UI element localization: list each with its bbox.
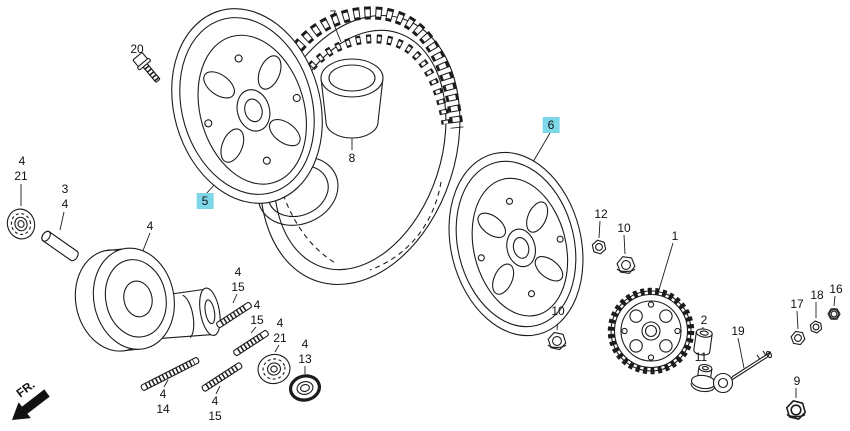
part-7-tire[interactable]: [227, 0, 493, 311]
part-label-4-10[interactable]: 4: [234, 265, 242, 279]
part-15-stud[interactable]: [216, 301, 252, 329]
part-14-stud[interactable]: [140, 357, 200, 391]
part-label-4-20[interactable]: 4: [211, 394, 219, 408]
part-label-4-9[interactable]: 4: [146, 219, 154, 233]
part-label-18-30[interactable]: 18: [810, 288, 824, 302]
part-label-10-25[interactable]: 10: [551, 304, 565, 318]
part-label-6-4[interactable]: 6: [542, 117, 560, 133]
part-label-4-5[interactable]: 4: [18, 154, 26, 168]
part-10-nut-upper[interactable]: [616, 256, 636, 274]
part-3-pin[interactable]: [40, 230, 80, 263]
part-label-2-26[interactable]: 2: [700, 313, 708, 327]
part-1-sprocket[interactable]: [607, 287, 695, 375]
part-9-nut[interactable]: [785, 400, 807, 421]
part-label-7-1[interactable]: 7: [329, 8, 337, 22]
part-label-4-12[interactable]: 4: [253, 298, 261, 312]
part-label-8-2[interactable]: 8: [348, 151, 356, 165]
part-label-15-11[interactable]: 15: [231, 280, 245, 294]
part-label-20-0[interactable]: 20: [130, 42, 144, 56]
part-label-1-24[interactable]: 1: [671, 229, 679, 243]
part-17-nut[interactable]: [790, 330, 806, 346]
part-label-15-21[interactable]: 15: [208, 409, 222, 423]
part-12-nut[interactable]: [590, 239, 607, 255]
part-label-4-8[interactable]: 4: [61, 197, 69, 211]
part-5-wheel-half-left[interactable]: [150, 0, 345, 221]
part-label-11-27[interactable]: 11: [694, 350, 708, 364]
part-6-wheel-half-right[interactable]: [430, 138, 601, 350]
part-label-5-3[interactable]: 5: [196, 193, 214, 209]
part-label-4-18[interactable]: 4: [159, 387, 167, 401]
part-10-nut-lower[interactable]: [547, 331, 568, 351]
part-15-stud[interactable]: [233, 329, 269, 357]
part-label-14-19[interactable]: 14: [156, 402, 170, 416]
part-label-17-29[interactable]: 17: [790, 297, 804, 311]
part-2-spacer[interactable]: [693, 328, 713, 356]
part-label-19-28[interactable]: 19: [731, 324, 745, 338]
part-label-21-15[interactable]: 21: [273, 331, 287, 345]
part-18-nut[interactable]: [808, 320, 823, 334]
part-4-hub-assembly[interactable]: [66, 239, 223, 361]
part-label-9-32[interactable]: 9: [793, 374, 801, 388]
part-label-15-13[interactable]: 15: [250, 313, 264, 327]
fr-arrow-icon: [12, 389, 50, 420]
part-label-4-16[interactable]: 4: [301, 337, 309, 351]
part-20-bolt[interactable]: [132, 51, 164, 85]
part-label-3-7[interactable]: 3: [61, 182, 69, 196]
part-21-bearing-left[interactable]: [4, 206, 39, 243]
part-21-bearing[interactable]: [255, 351, 292, 386]
part-label-10-23[interactable]: 10: [617, 221, 631, 235]
part-13-seal[interactable]: [288, 373, 322, 403]
part-label-13-17[interactable]: 13: [298, 352, 312, 366]
part-label-12-22[interactable]: 12: [594, 207, 608, 221]
part-8-collar[interactable]: [320, 58, 384, 139]
part-label-4-14[interactable]: 4: [276, 316, 284, 330]
part-label-16-31[interactable]: 16: [829, 282, 843, 296]
part-16-nut[interactable]: [827, 308, 841, 320]
part-label-21-6[interactable]: 21: [14, 169, 28, 183]
part-19-torque-link[interactable]: [712, 350, 773, 394]
part-15-stud[interactable]: [201, 362, 243, 392]
part-11-bushing[interactable]: [690, 363, 718, 393]
